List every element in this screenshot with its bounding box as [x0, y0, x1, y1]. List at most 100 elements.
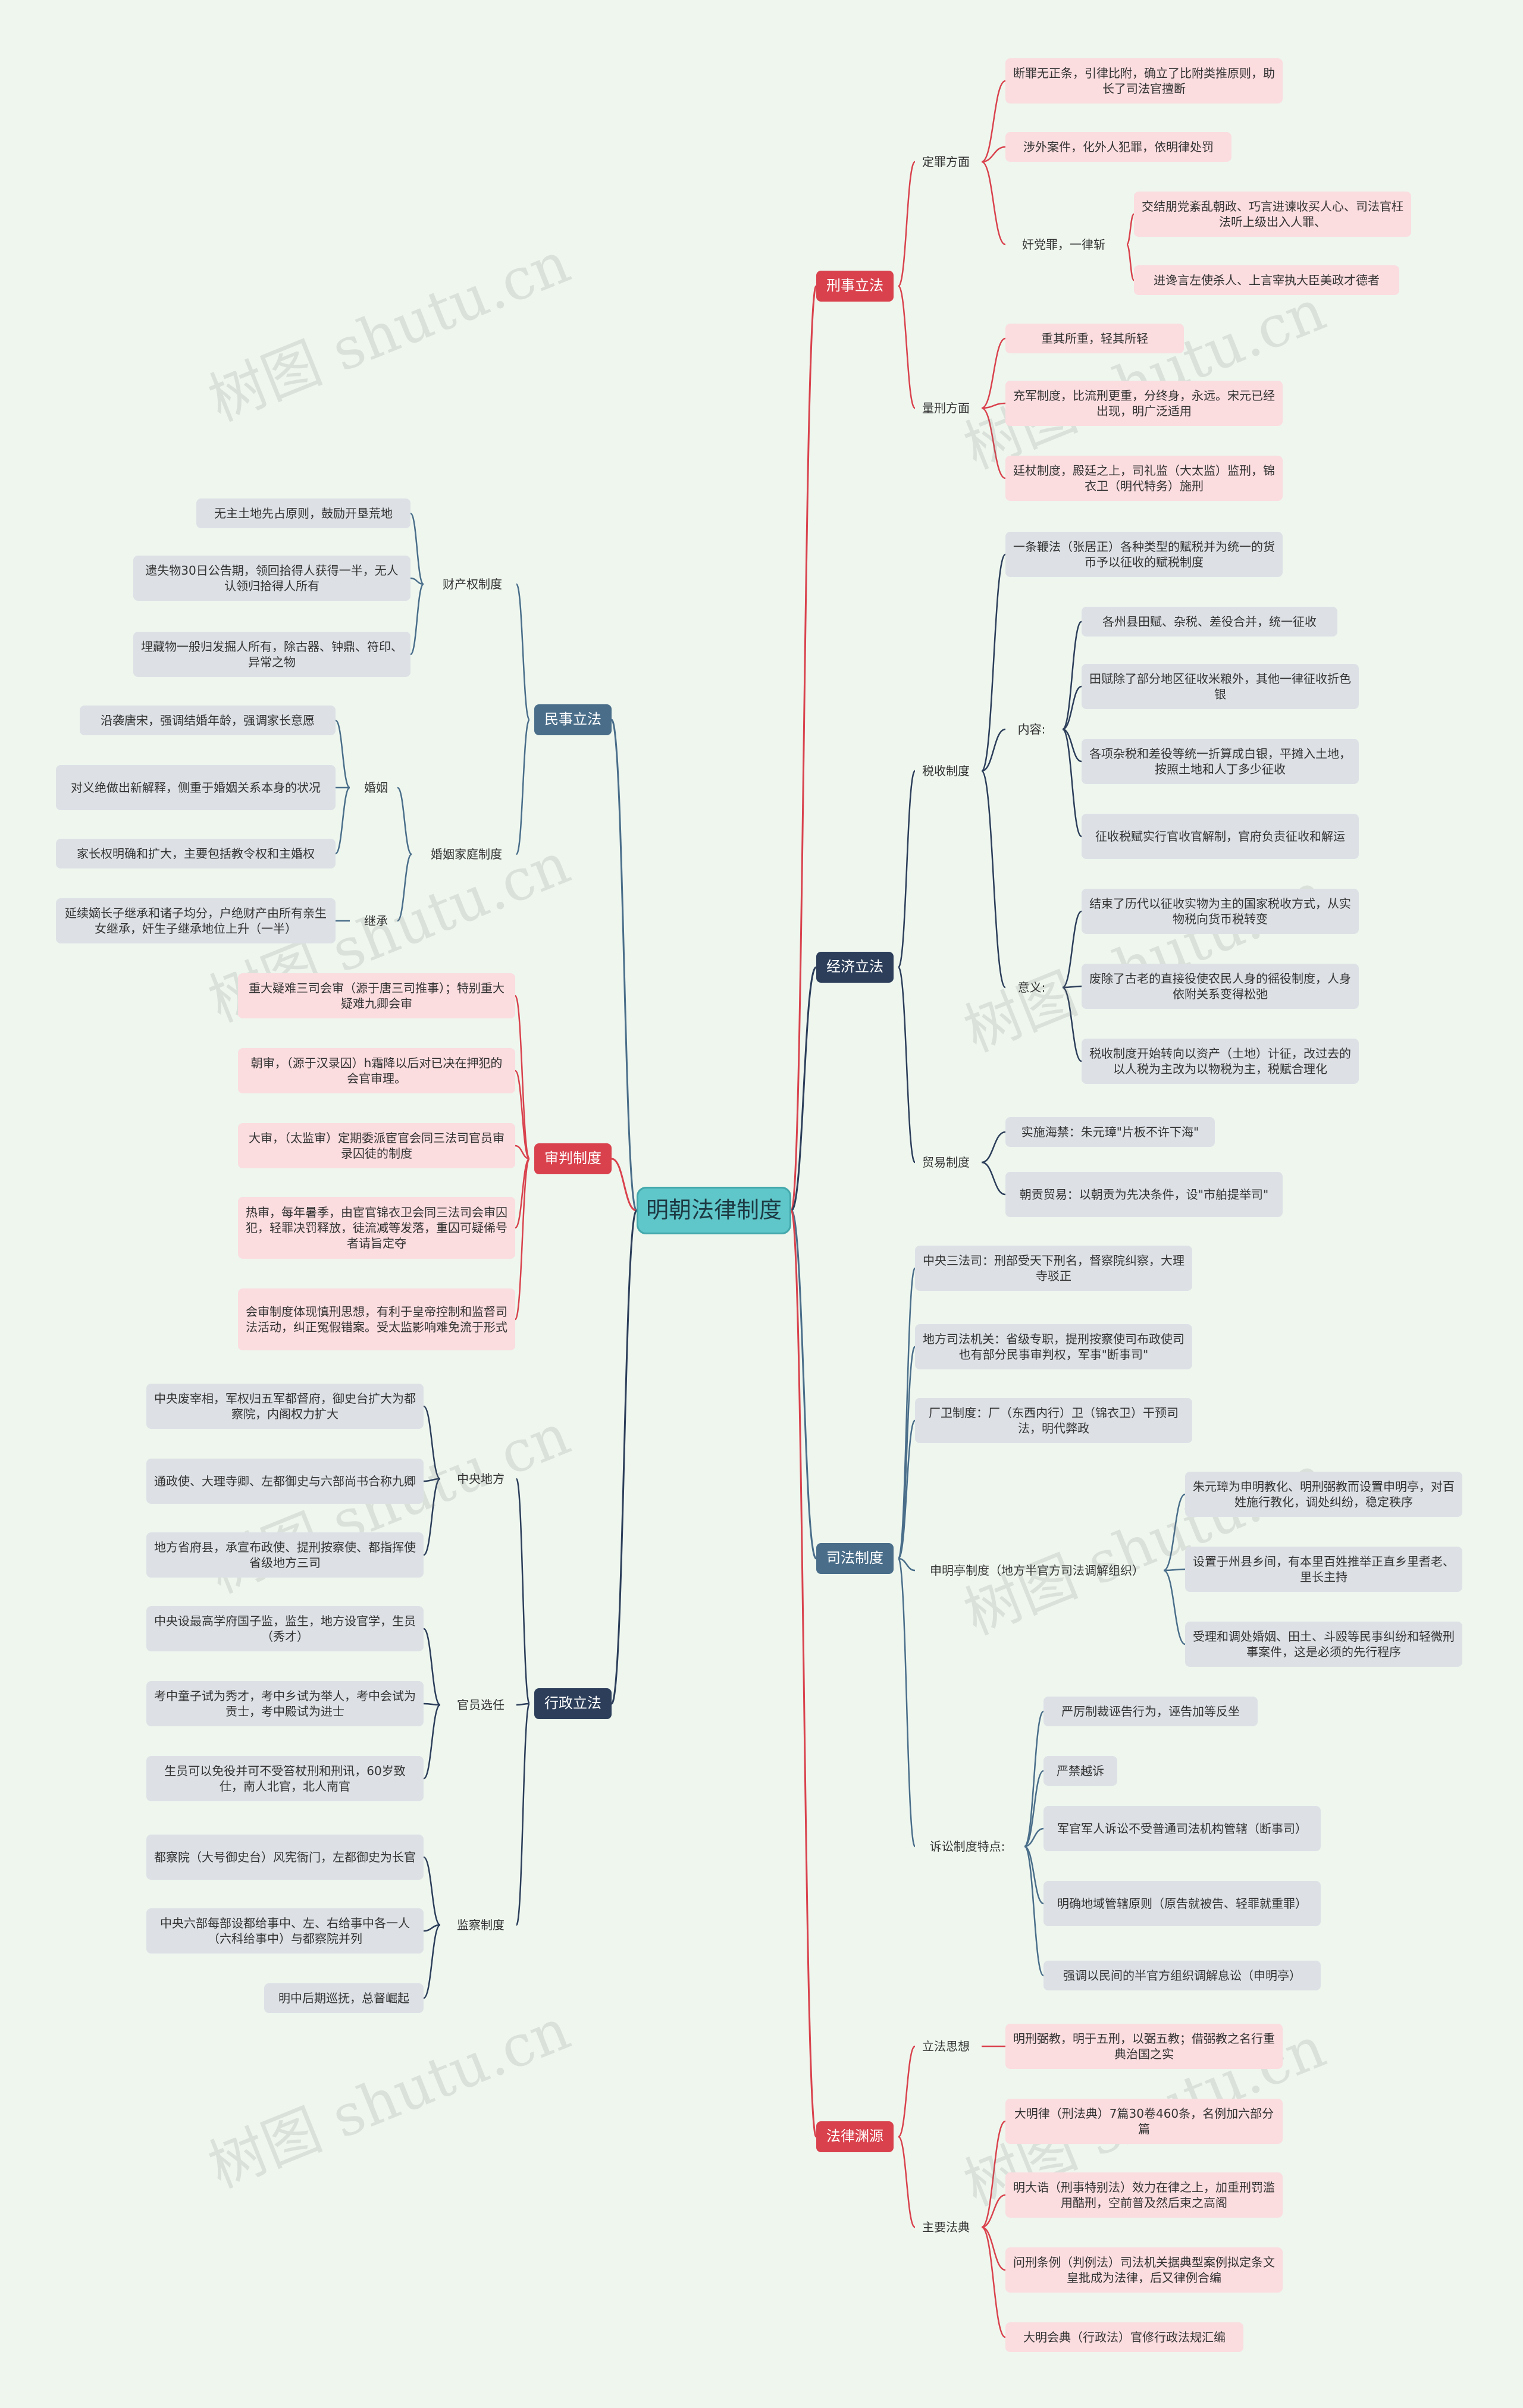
connector-line: [423, 1478, 441, 1556]
connector-line: [897, 1346, 916, 1560]
connector-line: [981, 402, 1006, 409]
sub-topic: 意义:: [1017, 980, 1046, 995]
sub-topic: 量刑方面: [922, 401, 970, 415]
connector-line: [515, 719, 531, 855]
connector-line: [423, 1405, 441, 1480]
branch-topic: 行政立法: [534, 1688, 612, 1719]
leaf-topic: 会审制度体现慎刑思想，有利于皇帝控制和监督司法活动，纠正冤假错案。受太监影响难免…: [238, 1288, 515, 1350]
sub-topic: 财产权制度: [443, 577, 502, 591]
connector-line: [515, 1702, 531, 1926]
connector-line: [980, 553, 1007, 772]
connector-line: [423, 1704, 441, 1780]
sub-topic: 立法思想: [922, 2039, 970, 2053]
leaf-topic: 交结朋党紊乱朝政、巧言进谏收买人心、司法官枉法听上级出入人罪、: [1134, 192, 1411, 237]
leaf-topic: 重大疑难三司会审（源于唐三司推事）；特别重大疑难九卿会审: [238, 973, 515, 1018]
sub-topic: 婚姻: [364, 780, 388, 795]
connector-line: [334, 786, 351, 855]
connector-line: [790, 966, 817, 1212]
sub-topic: 奸党罪，一律斩: [1022, 237, 1105, 252]
leaf-topic: 家长权明确和扩大，主要包括教令权和主婚权: [56, 839, 336, 868]
connector-line: [611, 1158, 637, 1212]
leaf-topic: 考中童子试为秀才，考中乡试为举人，考中会试为贡士，考中殿试为进士: [146, 1681, 424, 1726]
connector-line: [981, 161, 1006, 246]
connector-line: [981, 1131, 1006, 1164]
leaf-topic: 涉外案件，化外人犯罪，依明律处罚: [1005, 132, 1231, 162]
connector-line: [981, 2226, 1006, 2271]
leaf-topic: 中央六部每部设都给事中、左、右给事中各一人（六科给事中）与都察院并列: [146, 1908, 424, 1954]
connector-line: [1062, 685, 1082, 730]
leaf-topic: 朱元璋为申明教化、明刑弼教而设置申明亭，对百姓施行教化，调处纠纷，稳定秩序: [1185, 1472, 1462, 1517]
sub-topic: 官员选任: [457, 1698, 504, 1712]
connector-line: [790, 285, 817, 1212]
leaf-topic: 朝贡贸易：以朝贡为先决条件，设"市舶提举司": [1005, 1172, 1283, 1217]
leaf-topic: 地方省府县，承宣布政使、提刑按察使、都指挥使 省级地方三司: [146, 1532, 424, 1578]
connector-line: [610, 1209, 638, 1705]
connector-line: [515, 1145, 530, 1160]
sub-topic: 中央地方: [457, 1472, 504, 1486]
connector-line: [515, 1478, 531, 1705]
connector-line: [981, 407, 1006, 479]
leaf-topic: 廷杖制度，殿廷之上，司礼监（大太监）监刑，锦衣卫（明代特务）施刑: [1005, 456, 1283, 501]
leaf-topic: 明确地域管辖原则（原告就被告、轻罪就重罪）: [1043, 1881, 1321, 1926]
leaf-topic: 通政使、大理寺卿、左都御史与六部尚书合称九卿: [146, 1459, 424, 1504]
connector-line: [898, 1557, 916, 1572]
leaf-topic: 断罪无正条，引律比附，确立了比附类推原则，助长了司法官擅断: [1005, 58, 1283, 104]
sub-topic: 婚姻家庭制度: [431, 847, 502, 861]
leaf-topic: 税收制度开始转向以资产（土地）计征，改过去的以人税为主改为以物税为主，税赋合理化: [1082, 1039, 1359, 1084]
sub-topic: 继承: [364, 914, 388, 928]
connector-line: [396, 853, 413, 922]
connector-line: [1126, 213, 1135, 246]
connector-line: [897, 161, 916, 287]
connector-line: [981, 80, 1006, 163]
connector-line: [1163, 1569, 1186, 1645]
branch-topic: 刑事立法: [816, 271, 894, 302]
connector-line: [1024, 1827, 1044, 1848]
leaf-topic: 严禁越诉: [1043, 1756, 1117, 1786]
leaf-topic: 各项杂税和差役等统一折算成白银，平摊入土地，按照土地和人丁多少征收: [1082, 739, 1359, 784]
sub-topic: 内容:: [1017, 722, 1046, 736]
connector-line: [897, 1419, 916, 1560]
branch-topic: 民事立法: [534, 704, 612, 735]
connector-line: [1023, 1845, 1045, 1977]
leaf-topic: 设置于州县乡间，有本里百姓推举正直乡里耆老、里长主持: [1185, 1547, 1462, 1592]
connector-line: [514, 1070, 531, 1160]
leaf-topic: 军官军人诉讼不受普通司法机构管辖（断事司）: [1043, 1806, 1321, 1851]
connector-line: [334, 719, 351, 789]
connector-line: [514, 1158, 531, 1321]
leaf-topic: 明大诰（刑事特别法）效力在律之上，加重刑罚滥用酷刑，空前普及然后束之高阁: [1005, 2172, 1283, 2218]
connector-line: [423, 1628, 441, 1706]
leaf-topic: 埋藏物一般归发掘人所有，除古器、钟鼎、符印、异常之物: [133, 632, 410, 677]
leaf-topic: 问刑条例（判例法）司法机关据典型案例拟定条文皇批成为法律，后又律例合编: [1005, 2247, 1283, 2293]
connector-line: [409, 512, 425, 585]
sub-topic: 定罪方面: [922, 155, 970, 169]
connector-line: [1062, 728, 1082, 763]
leaf-topic: 充军制度，比流刑更重，分终身，永远。宋元已经出现，明广泛适用: [1005, 381, 1283, 426]
connector-line: [610, 719, 638, 1212]
connector-line: [897, 966, 916, 1164]
leaf-topic: 延续嫡长子继承和诸子均分，户绝财产由所有亲生女继承，奸生子继承地位上升（一半）: [56, 898, 336, 943]
connector-line: [1062, 910, 1082, 989]
sub-topic: 主要法典: [922, 2220, 970, 2234]
connector-line: [515, 583, 531, 721]
leaf-topic: 结束了历代以征收实物为主的国家税收方式，从实物税向货币税转变: [1082, 889, 1359, 934]
leaf-topic: 中央三法司：刑部受天下刑名，督察院纠察，大理寺驳正: [915, 1246, 1192, 1291]
sub-topic: 诉讼制度特点:: [929, 1839, 1005, 1854]
connector-line: [981, 728, 1006, 772]
connector-line: [514, 995, 531, 1160]
connector-line: [409, 583, 425, 656]
connector-line: [423, 1924, 441, 1999]
connector-line: [897, 1557, 916, 1848]
sub-topic: 监察制度: [457, 1918, 504, 1932]
leaf-topic: 明刑弼教，明于五刑，以弼五教；借弼教之名行重典治国之实: [1005, 2024, 1283, 2069]
leaf-topic: 大明律（刑法典）7篇30卷460条，名例加六部分篇: [1005, 2099, 1283, 2144]
leaf-topic: 进谗言左使杀人、上言宰执大臣美政才德者: [1134, 265, 1399, 295]
leaf-topic: 无主土地先占原则，鼓励开垦荒地: [196, 498, 410, 528]
connector-line: [1061, 728, 1083, 838]
connector-line: [897, 2136, 916, 2228]
leaf-topic: 大审，（太监审）定期委派宦官会同三法司官员审录囚徒的制度: [238, 1123, 515, 1168]
leaf-topic: 地方司法机关：省级专职，提刑按察使司布政使司也有部分民事审判权，军事"断事司": [915, 1324, 1192, 1369]
connector-line: [981, 2226, 1006, 2338]
connector-line: [1163, 1493, 1186, 1572]
leaf-topic: 热审，每年暑季，由宦官锦衣卫会同三法司会审囚犯，轻罪决罚释放，徒流减等发落，重囚…: [238, 1197, 515, 1259]
